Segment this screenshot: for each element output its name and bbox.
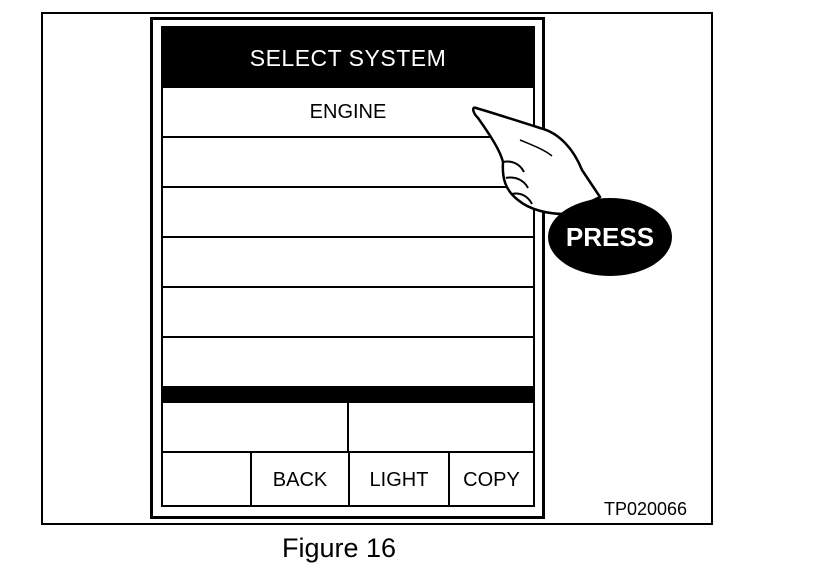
copy-button[interactable]: COPY [448, 453, 533, 505]
screen-title: SELECT SYSTEM [163, 28, 533, 88]
figure-code: TP020066 [604, 499, 688, 519]
press-callout: PRESS [548, 198, 672, 276]
screen-divider-bar [163, 386, 533, 403]
system-item-3[interactable] [163, 188, 533, 238]
info-cell-right [349, 403, 533, 453]
system-item-2[interactable] [163, 138, 533, 188]
figure-caption: Figure 16 [282, 533, 397, 563]
system-item-engine[interactable]: ENGINE [163, 88, 533, 138]
system-item-6[interactable] [163, 338, 533, 386]
system-item-5[interactable] [163, 288, 533, 338]
back-button[interactable]: BACK [250, 453, 348, 505]
figure-frame [41, 12, 713, 525]
blank-button[interactable] [163, 453, 250, 505]
scan-tool-screen: SELECT SYSTEM ENGINE BACK LIGHT COPY [161, 26, 535, 507]
light-button[interactable]: LIGHT [348, 453, 448, 505]
info-cell-left [163, 403, 349, 453]
system-item-4[interactable] [163, 238, 533, 288]
